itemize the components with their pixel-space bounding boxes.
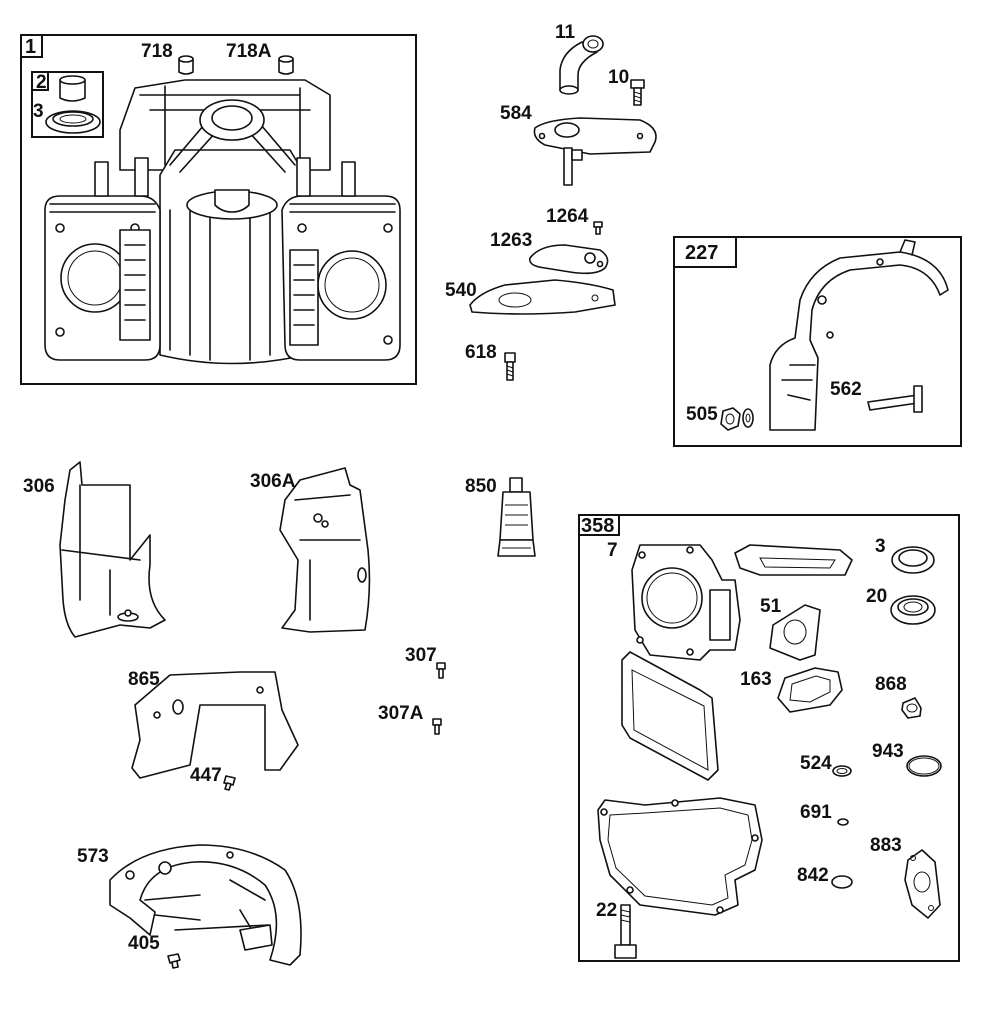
- callout-306: 306: [23, 476, 55, 497]
- dowel-pin-icon: [278, 55, 294, 75]
- o-ring-icon: [831, 875, 853, 889]
- gasket-icon: [469, 279, 616, 315]
- callout-718A: 718A: [226, 41, 272, 62]
- callout-718: 718: [141, 41, 173, 62]
- callout-1264: 1264: [546, 206, 589, 227]
- screw-icon: [436, 662, 446, 679]
- oil-seal-icon: [45, 110, 101, 134]
- screw-icon: [167, 953, 181, 969]
- callout-3-seal: 3: [33, 101, 44, 122]
- dowel-pin-icon: [178, 55, 194, 75]
- callout-307: 307: [405, 645, 437, 666]
- bolt-icon: [630, 79, 645, 106]
- oil-seal-icon: [891, 546, 935, 574]
- callout-20: 20: [866, 586, 887, 607]
- callout-524: 524: [800, 753, 832, 774]
- o-ring-icon: [906, 755, 942, 777]
- group-1-frame: 1: [20, 34, 417, 385]
- plug-icon: [901, 697, 922, 719]
- callout-22: 22: [596, 900, 617, 921]
- gasket-icon: [597, 797, 763, 916]
- callout-10: 10: [608, 67, 629, 88]
- bracket-icon: [769, 239, 949, 431]
- gasket-icon: [734, 544, 853, 576]
- callout-573: 573: [77, 846, 109, 867]
- group-1-number: 1: [25, 36, 36, 58]
- callout-1263: 1263: [490, 230, 532, 251]
- screw-icon: [593, 221, 603, 235]
- callout-405: 405: [128, 933, 160, 954]
- callout-584: 584: [500, 103, 532, 124]
- callout-447: 447: [190, 765, 222, 786]
- callout-618: 618: [465, 342, 497, 363]
- callout-163: 163: [740, 669, 772, 690]
- callout-11: 11: [555, 22, 576, 43]
- nut-icon: [720, 407, 741, 431]
- gasket-icon: [621, 651, 719, 781]
- callout-868: 868: [875, 674, 907, 695]
- bolt-icon: [614, 904, 637, 959]
- group-358-frame: 358: [578, 514, 960, 962]
- oil-seal-icon: [890, 595, 936, 625]
- bushing-icon: [59, 75, 86, 102]
- gasket-icon: [769, 604, 821, 661]
- baffle-icon: [59, 461, 166, 638]
- plate-icon: [533, 117, 657, 186]
- bracket-icon: [529, 244, 609, 275]
- screw-icon: [223, 775, 236, 791]
- group-358-number: 358: [581, 515, 614, 537]
- callout-7: 7: [607, 540, 618, 561]
- callout-850: 850: [465, 476, 497, 497]
- elbow-tube-icon: [559, 35, 604, 95]
- callout-540: 540: [445, 280, 477, 301]
- callout-943: 943: [872, 741, 904, 762]
- callout-3-seal-b: 3: [875, 536, 886, 557]
- o-ring-icon: [837, 818, 849, 826]
- cylinder-block-icon: [44, 79, 401, 365]
- group-227-number: 227: [685, 242, 718, 264]
- sealant-tube-icon: [497, 477, 536, 557]
- bolt-icon: [867, 385, 923, 413]
- callout-842: 842: [797, 865, 829, 886]
- gasket-icon: [631, 544, 741, 661]
- callout-307A: 307A: [378, 703, 424, 724]
- callout-306A: 306A: [250, 471, 296, 492]
- bolt-icon: [504, 352, 516, 381]
- callout-51: 51: [760, 596, 782, 617]
- callout-883: 883: [870, 835, 902, 856]
- callout-505: 505: [686, 404, 718, 425]
- gasket-icon: [777, 667, 843, 713]
- callout-865: 865: [128, 669, 160, 690]
- callout-2: 2: [36, 72, 47, 93]
- group-227-frame: 227: [673, 236, 962, 447]
- o-ring-icon: [832, 765, 852, 777]
- baffle-icon: [131, 671, 299, 779]
- gasket-icon: [904, 849, 941, 919]
- callout-691: 691: [800, 802, 832, 823]
- callout-562: 562: [830, 379, 862, 400]
- baffle-icon: [279, 467, 371, 633]
- washer-icon: [742, 408, 754, 428]
- guard-icon: [109, 844, 302, 966]
- screw-icon: [432, 718, 442, 735]
